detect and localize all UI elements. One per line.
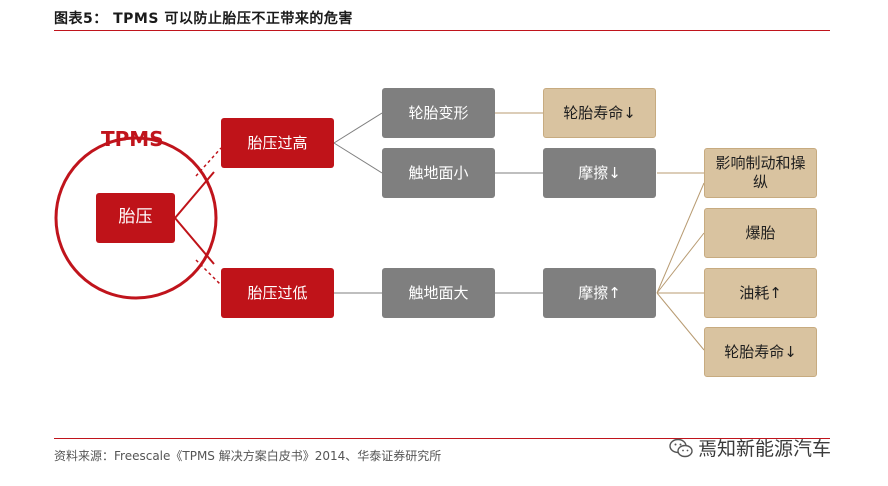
link-high-deform — [333, 112, 383, 144]
tire-life-down-effect-box: 轮胎寿命↓ — [704, 327, 817, 377]
handling-effect-box: 影响制动和操纵 — [704, 148, 817, 198]
source-note: 资料来源：Freescale《TPMS 解决方案白皮书》2014、华泰证券研究所 — [54, 449, 442, 463]
friction-down-box: 摩擦↓ — [543, 148, 656, 198]
link-circle-high — [195, 147, 222, 177]
footer-rule — [54, 438, 830, 439]
wechat-icon — [669, 438, 693, 457]
large-contact-box: 触地面大 — [382, 268, 495, 318]
small-contact-box: 触地面小 — [382, 148, 495, 198]
link-high-small — [333, 142, 383, 174]
watermark: 焉知新能源汽车 — [668, 434, 831, 461]
watermark-text: 焉知新能源汽车 — [698, 438, 832, 460]
pressure-low-box: 胎压过低 — [221, 268, 334, 318]
tire-life-down-box: 轮胎寿命↓ — [543, 88, 656, 138]
link-circle-low — [195, 259, 222, 286]
blowout-box: 爆胎 — [704, 208, 817, 258]
friction-up-box: 摩擦↑ — [543, 268, 656, 318]
link-fup-handling — [656, 182, 705, 294]
tpms-label: TPMS — [101, 127, 164, 151]
link-fup-life — [656, 292, 705, 351]
tpms-circle — [54, 136, 218, 300]
pressure-high-box: 胎压过高 — [221, 118, 334, 168]
title-rule — [54, 30, 830, 31]
link-center-low — [174, 217, 215, 265]
tire-pressure-box: 胎压 — [96, 193, 175, 243]
fuel-consumption-up-box: 油耗↑ — [704, 268, 817, 318]
link-center-high — [174, 171, 215, 219]
figure-title: 图表5： TPMS 可以防止胎压不正带来的危害 — [54, 11, 353, 27]
link-fup-blowout — [656, 232, 705, 294]
tire-deformation-box: 轮胎变形 — [382, 88, 495, 138]
